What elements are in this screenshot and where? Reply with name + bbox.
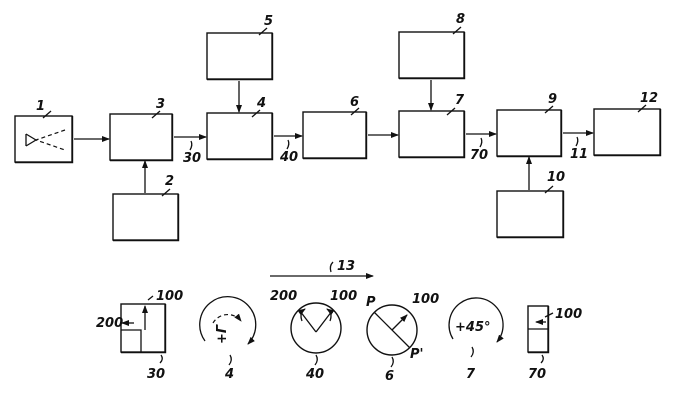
legend-40-label-200: 200 bbox=[270, 289, 297, 304]
direction-arrow-13-leader bbox=[329, 261, 334, 273]
signal-label-70: 70 bbox=[470, 148, 488, 163]
block-12-label: 12 bbox=[640, 91, 658, 106]
legend-70-caption: 70 bbox=[528, 367, 546, 382]
block-4: 4 bbox=[206, 96, 274, 161]
block-10-label: 10 bbox=[547, 170, 565, 185]
legend-40-label-100: 100 bbox=[330, 289, 357, 304]
block-8: 8 bbox=[398, 12, 466, 80]
legend-30-label-200: 200 bbox=[96, 316, 123, 331]
legend-7-rotation-label: +45° bbox=[455, 320, 490, 335]
block-5: 5 bbox=[206, 14, 274, 81]
legend-70-label-100: 100 bbox=[555, 307, 582, 322]
block-1: 1 bbox=[14, 99, 74, 164]
block-2: 2 bbox=[112, 174, 180, 242]
block-2-label: 2 bbox=[165, 174, 174, 189]
legend-6-label-p: P bbox=[366, 295, 376, 310]
block-7: 7 bbox=[398, 93, 466, 159]
block-6: 6 bbox=[302, 95, 368, 160]
signal-30-leader bbox=[189, 140, 193, 151]
legend-7: +45° 7 bbox=[448, 297, 504, 382]
block-7-label: 7 bbox=[455, 93, 465, 108]
legend-30: 100 200 30 bbox=[96, 289, 183, 382]
block-12: 12 bbox=[593, 91, 662, 157]
block-4-label: 4 bbox=[256, 96, 266, 111]
legend-7-leader bbox=[470, 346, 474, 358]
legend-70-leader bbox=[540, 354, 544, 364]
block-9-label: 9 bbox=[548, 92, 557, 107]
signal-11-leader bbox=[575, 136, 579, 147]
block-8-label: 8 bbox=[456, 12, 465, 27]
legend-6: P 100 P' 6 bbox=[366, 292, 439, 384]
legend-40-caption: 40 bbox=[305, 367, 324, 382]
signal-70-leader bbox=[479, 137, 483, 148]
legend-4: +Γ 4 bbox=[199, 296, 257, 382]
legend-6-label-p-prime: P' bbox=[410, 347, 424, 362]
block-6-label: 6 bbox=[350, 95, 359, 110]
signal-label-30: 30 bbox=[183, 151, 201, 166]
signal-label-11: 11 bbox=[570, 147, 588, 162]
legend-4-caption: 4 bbox=[224, 367, 234, 382]
block-10: 10 bbox=[496, 170, 565, 239]
legend-30-leader bbox=[159, 354, 163, 364]
signal-label-40: 40 bbox=[279, 150, 298, 165]
legend-6-leader bbox=[390, 356, 394, 368]
legend-6-label-100: 100 bbox=[412, 292, 439, 307]
direction-arrow-13-label: 13 bbox=[337, 259, 355, 274]
legend-30-caption: 30 bbox=[147, 367, 165, 382]
legend-40-leader bbox=[314, 354, 318, 366]
legend-30-label-100: 100 bbox=[156, 289, 183, 304]
legend-40: 200 100 40 bbox=[270, 289, 357, 382]
legend-7-caption: 7 bbox=[466, 367, 476, 382]
legend-70: 100 70 bbox=[527, 305, 582, 382]
legend-4-rotation-label: +Γ bbox=[215, 324, 230, 344]
signal-40-leader bbox=[286, 139, 290, 150]
legend-6-caption: 6 bbox=[385, 369, 394, 384]
block-5-label: 5 bbox=[264, 14, 273, 29]
block-9: 9 bbox=[496, 92, 563, 158]
block-1-label: 1 bbox=[36, 99, 45, 114]
legend-4-leader bbox=[228, 354, 232, 366]
block-3-label: 3 bbox=[156, 97, 165, 112]
block-3: 3 bbox=[109, 97, 174, 162]
